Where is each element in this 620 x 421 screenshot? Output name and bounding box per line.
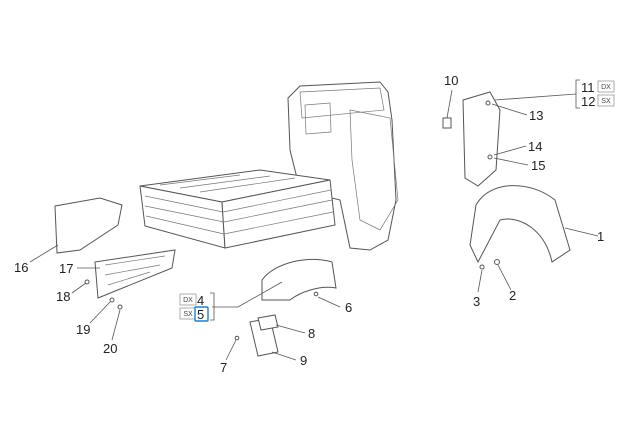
part-5-highlight-box[interactable] [194, 306, 209, 322]
part-8-gasket [257, 314, 279, 331]
label-3[interactable]: 3 [473, 294, 480, 309]
label-1[interactable]: 1 [597, 229, 604, 244]
part-17-bracket [94, 249, 176, 299]
label-17[interactable]: 17 [59, 261, 73, 276]
leader-lines [29, 79, 599, 361]
label-15[interactable]: 15 [531, 158, 545, 173]
label-5[interactable]: 5 [197, 307, 204, 322]
part-11-12-mudflap [462, 91, 501, 187]
label-13[interactable]: 13 [529, 108, 543, 123]
label-6[interactable]: 6 [345, 300, 352, 315]
part-1-front-mudguard [469, 185, 571, 264]
label-10[interactable]: 10 [444, 73, 458, 88]
tag-dx-11: DX [597, 80, 615, 93]
label-11[interactable]: 11 [581, 80, 595, 95]
label-9[interactable]: 9 [300, 353, 307, 368]
label-12[interactable]: 12 [581, 94, 595, 109]
label-8[interactable]: 8 [308, 326, 315, 341]
svg-text:DX: DX [183, 297, 193, 304]
label-14[interactable]: 14 [528, 139, 542, 154]
label-7[interactable]: 7 [220, 360, 227, 375]
part-number-labels: 1 2 3 4 5 6 7 8 9 10 11 12 13 14 15 16 1… [14, 73, 604, 375]
tag-sx-12: SX [597, 94, 615, 107]
svg-text:SX: SX [183, 311, 193, 318]
label-16[interactable]: 16 [14, 260, 28, 275]
label-2[interactable]: 2 [509, 288, 516, 303]
svg-text:DX: DX [601, 84, 611, 91]
bolts [84, 100, 500, 341]
svg-text:SX: SX [601, 98, 611, 105]
label-19[interactable]: 19 [76, 322, 90, 337]
label-18[interactable]: 18 [56, 289, 70, 304]
tag-sx-5: SX [179, 307, 197, 320]
cargo-bed [139, 169, 336, 249]
label-20[interactable]: 20 [103, 341, 117, 356]
part-4-5-rear-fender [261, 258, 337, 301]
part-10-clip [442, 117, 452, 129]
tag-dx-4: DX [179, 293, 197, 306]
part-16-panel [54, 197, 123, 254]
label-4[interactable]: 4 [197, 293, 204, 308]
